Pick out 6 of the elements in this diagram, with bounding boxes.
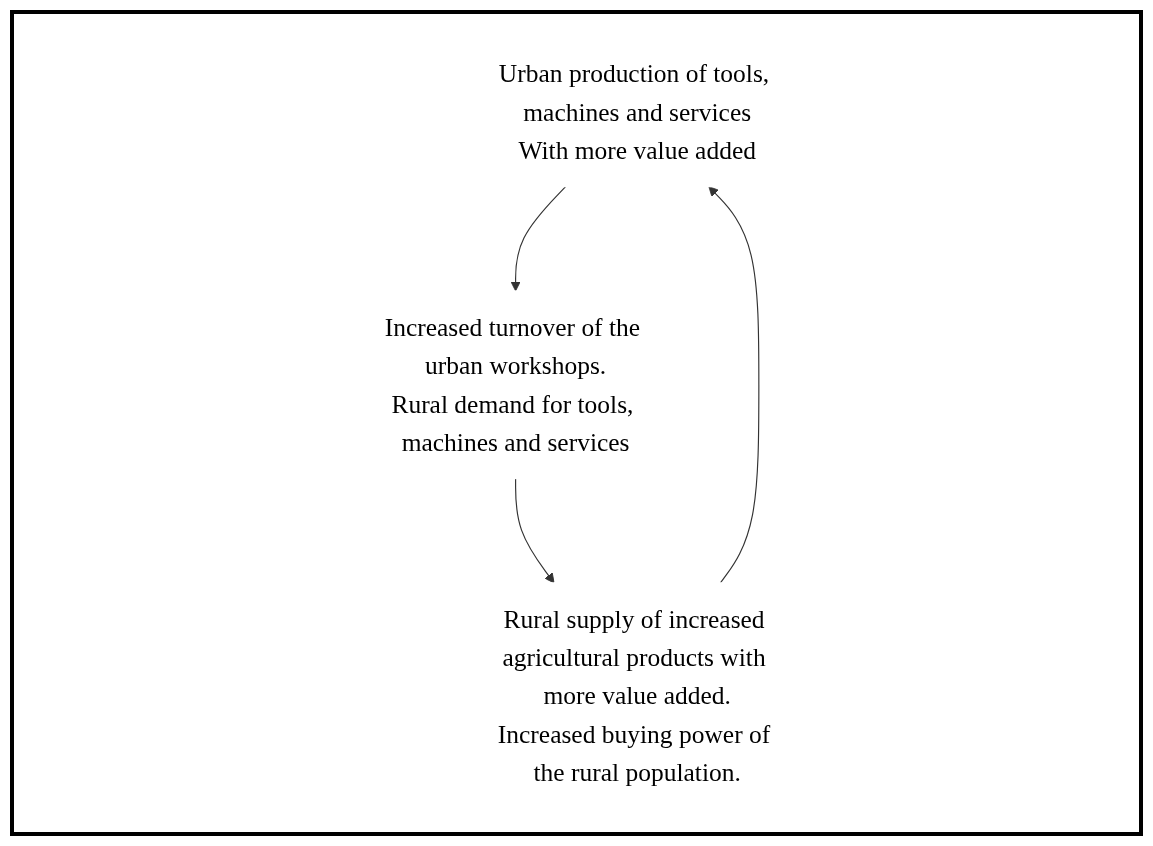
node-text: Rural supply of increased agricultural products with more value added. Increased buying power of the rural population. (497, 604, 771, 787)
arrow (708, 186, 760, 584)
arrow (515, 478, 555, 584)
node-text: Urban production of tools, machines and services With more value added (498, 59, 770, 165)
node-text: Increased turnover of the urban workshops. Rural demand for tools, machines and services (384, 312, 641, 457)
arrow (510, 186, 567, 292)
